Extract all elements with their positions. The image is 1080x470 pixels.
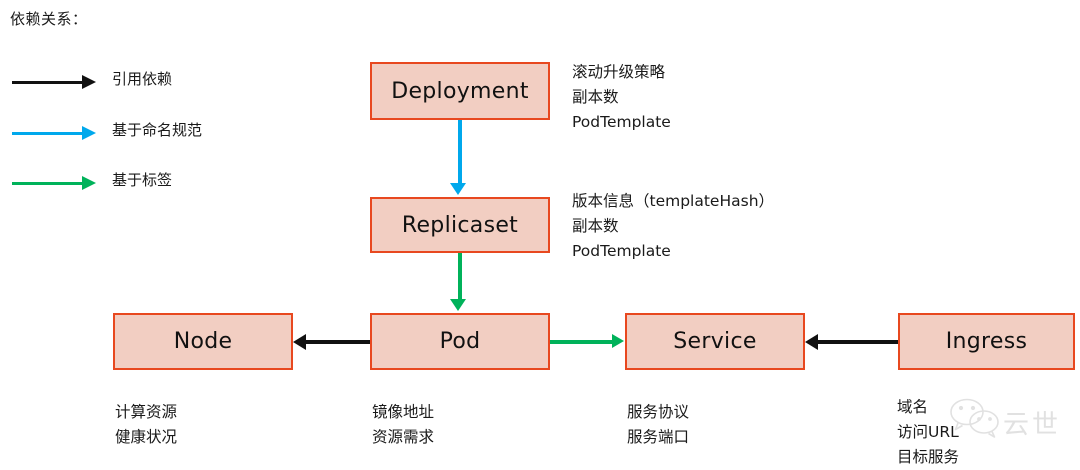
page-title: 依赖关系： (10, 10, 88, 28)
watermark-text: 云世 (1003, 410, 1062, 440)
arrow-left-icon (293, 334, 306, 350)
arrow-right-icon (82, 176, 96, 190)
edge-deployment-replicaset (458, 120, 462, 184)
node-replicaset[interactable]: Replicaset (370, 197, 550, 253)
edge-pod-service (550, 340, 613, 344)
arrow-right-icon (612, 334, 624, 348)
legend-line-black (12, 81, 84, 84)
legend-label-naming: 基于命名规范 (112, 121, 203, 139)
annotation-replicaset: 版本信息（templateHash） 副本数 PodTemplate (572, 192, 775, 260)
node-deployment[interactable]: Deployment (370, 62, 550, 120)
caption-service: 服务协议 服务端口 (627, 403, 690, 446)
edge-pod-node (305, 340, 370, 344)
legend-item-naming: 基于命名规范 (12, 121, 272, 145)
node-node[interactable]: Node (113, 313, 293, 370)
legend-label-reference: 引用依赖 (112, 70, 173, 88)
annotation-deployment: 滚动升级策略 副本数 PodTemplate (572, 63, 671, 131)
legend-item-label: 基于标签 (12, 171, 272, 195)
arrow-right-icon (82, 126, 96, 140)
arrow-down-icon (450, 183, 466, 195)
caption-ingress: 域名 访问URL 目标服务 (897, 398, 960, 466)
arrow-left-icon (805, 334, 818, 350)
node-service[interactable]: Service (625, 313, 805, 370)
node-ingress[interactable]: Ingress (898, 313, 1075, 370)
legend-line-blue (12, 132, 84, 135)
edge-replicaset-pod (458, 253, 462, 300)
legend-label-label: 基于标签 (112, 171, 173, 189)
arrow-right-icon (82, 75, 96, 89)
node-pod[interactable]: Pod (370, 313, 550, 370)
caption-pod: 镜像地址 资源需求 (372, 403, 435, 446)
edge-ingress-service (817, 340, 898, 344)
watermark: 云世 (945, 398, 1080, 446)
caption-node: 计算资源 健康状况 (115, 403, 178, 446)
legend-line-green (12, 182, 84, 185)
legend-item-reference: 引用依赖 (12, 70, 272, 94)
arrow-down-icon (450, 299, 466, 311)
